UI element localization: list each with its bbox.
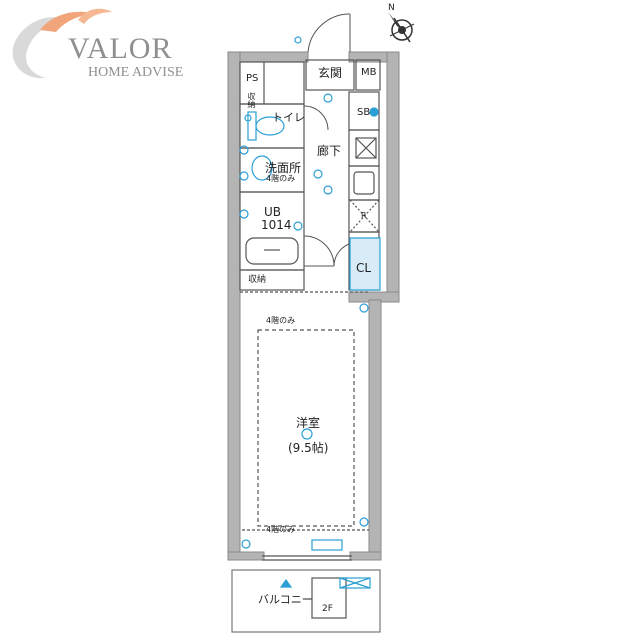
brand-tagline: HOME ADVISE (88, 65, 184, 80)
balcony-label: バルコニー (258, 593, 313, 606)
western-room-label: 洋室 (296, 416, 321, 430)
genkan-label: 玄関 (318, 66, 343, 80)
western-room-size: (9.5帖) (288, 441, 329, 455)
north-label: N (388, 3, 395, 13)
note-top: 4階のみ (266, 316, 296, 325)
ps-label: PS (246, 73, 259, 84)
bath-size-label: 1014 (261, 218, 292, 232)
logo-mark-icon (12, 8, 112, 79)
washroom-note: 4階のみ (266, 174, 296, 183)
doors (303, 13, 351, 267)
closet-label: CL (356, 261, 372, 275)
corridor-label: 廊下 (317, 144, 342, 158)
fixtures (239, 36, 381, 589)
small-storage-label: 収納 (247, 92, 256, 108)
r-label: R (361, 211, 367, 220)
mb-label: MB (361, 67, 377, 78)
interior-walls (231, 59, 381, 633)
toilet-label: トイレ (272, 111, 305, 124)
brand-logo: VALOR HOME ADVISE (0, 0, 200, 100)
storage-label: 収納 (248, 275, 267, 285)
washroom-label: 洗面所 (265, 161, 302, 175)
floor-label: 2F (322, 604, 333, 614)
bath-label: UB (264, 205, 282, 219)
note-bottom: 4階のみ (266, 525, 296, 534)
sb-label: SB (357, 107, 371, 118)
compass-icon (388, 12, 415, 43)
outer-walls (227, 51, 400, 561)
brand-name: VALOR (68, 32, 173, 65)
